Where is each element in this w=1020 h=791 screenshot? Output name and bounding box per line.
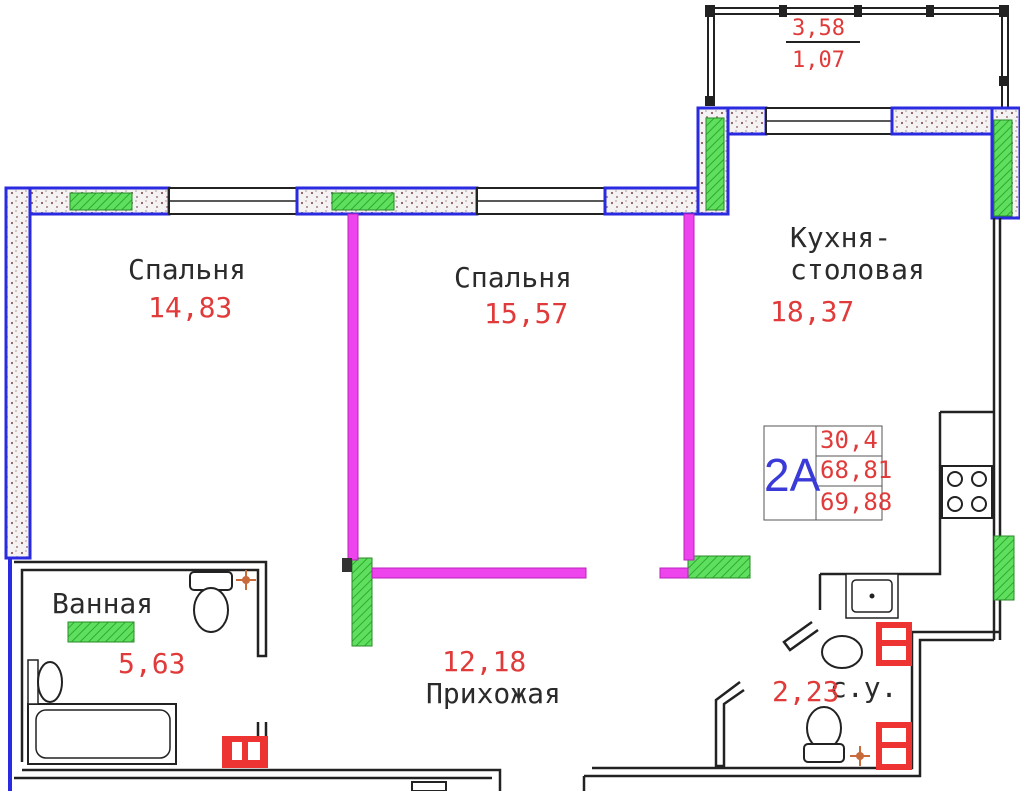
summary-total-area: 68,81: [820, 456, 893, 484]
summary-table: [763, 425, 883, 521]
hallway-area: 12,18: [442, 645, 527, 678]
stove-icon: [941, 465, 993, 519]
kitchen-name-line1: Кухня-: [790, 221, 892, 254]
bathroom-riser-icon: [222, 736, 268, 768]
riser-icon-lower: [876, 722, 912, 770]
bathroom-area: 5,63: [118, 647, 186, 680]
toilet-pipe-icon: [850, 746, 870, 766]
kitchen-name-line2: столовая: [790, 253, 925, 286]
riser-icon-upper: [876, 622, 912, 666]
summary-living-area: 30,4: [820, 426, 878, 454]
kitchen-area: 18,37: [770, 295, 855, 328]
toilet-sink-icon: [821, 635, 863, 669]
toilet-name: с.у.: [830, 671, 898, 704]
bathtub: [27, 703, 177, 765]
bedroom-1-area: 14,83: [148, 291, 233, 324]
balcony: [705, 5, 1009, 108]
bathroom-walls: [14, 560, 502, 791]
bathroom-name: Ванная: [52, 587, 154, 620]
bedroom-1-name: Спальня: [128, 253, 247, 286]
kitchen-sink-icon: [845, 573, 899, 619]
balcony-area: 3,58: [792, 16, 845, 41]
summary-total-with-balcony: 69,88: [820, 488, 893, 516]
bathroom-pipe-icon: [236, 570, 256, 590]
partitions: [342, 213, 695, 579]
balcony-reduced-area: 1,07: [792, 48, 845, 73]
bathroom-toilet: [189, 571, 233, 633]
bathroom-sink: [27, 659, 63, 705]
bedroom-2-name: Спальня: [454, 261, 573, 294]
bedroom-2-area: 15,57: [484, 297, 569, 330]
toilet-icon: [803, 706, 845, 763]
hallway-name: Прихожая: [426, 677, 561, 710]
kitchen-walls: [582, 410, 1000, 791]
toilet-area: 2,23: [772, 675, 840, 708]
windows: [67, 117, 1015, 647]
apartment-code: 2A: [764, 449, 821, 501]
